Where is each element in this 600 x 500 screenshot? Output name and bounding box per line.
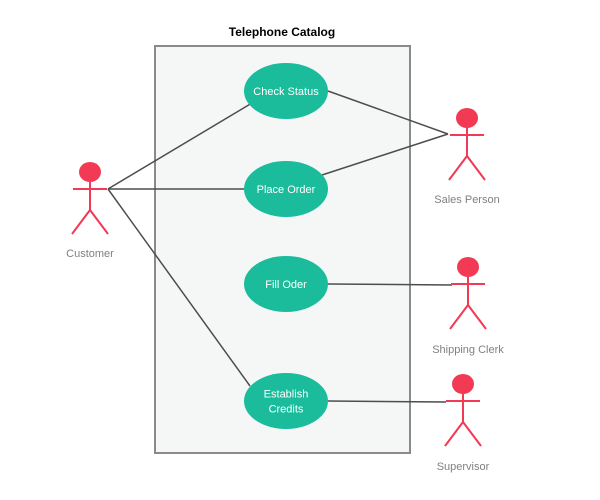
actor-right-leg	[466, 155, 486, 181]
association-customer-check-status[interactable]	[107, 102, 253, 190]
actor-right-leg	[462, 421, 482, 447]
use-case-check-status[interactable]: Check Status	[244, 63, 328, 119]
actor-customer[interactable]: Customer	[66, 162, 114, 260]
stick-figure-icon	[444, 374, 482, 447]
actor-left-leg	[448, 155, 468, 181]
actor-left-leg	[71, 209, 91, 235]
association-shipping-clerk-fill-order[interactable]	[327, 283, 453, 286]
associations	[107, 90, 453, 403]
actor-right-leg	[89, 209, 109, 235]
use-case-label: Fill Oder	[265, 279, 307, 291]
actor-label: Sales Person	[434, 194, 499, 206]
actor-label: Shipping Clerk	[432, 344, 504, 356]
association-supervisor-establish-credits[interactable]	[327, 400, 447, 403]
diagram-title: Telephone Catalog	[229, 25, 335, 39]
actor-sales-person[interactable]: Sales Person	[434, 108, 500, 206]
actor-head	[452, 374, 474, 394]
actor-left-leg	[444, 421, 464, 447]
actor-head	[457, 257, 479, 277]
actor-right-leg	[467, 304, 487, 330]
actor-label: Supervisor	[437, 461, 490, 473]
use-case-ellipse[interactable]	[244, 161, 328, 217]
stick-figure-icon	[71, 162, 109, 235]
use-case-label: Establish	[264, 389, 309, 401]
use-case-label: Place Order	[257, 184, 316, 196]
use-case-ellipse[interactable]	[244, 373, 328, 429]
use-case-ellipse[interactable]	[244, 256, 328, 312]
actor-head	[79, 162, 101, 182]
actor-head	[456, 108, 478, 128]
actor-shipping-clerk[interactable]: Shipping Clerk	[432, 257, 504, 356]
use-case-place-order[interactable]: Place Order	[244, 161, 328, 217]
use-case-label: Check Status	[253, 86, 319, 98]
association-customer-establish-credits[interactable]	[107, 188, 251, 387]
actor-supervisor[interactable]: Supervisor	[437, 374, 490, 473]
association-sales-person-place-order[interactable]	[321, 133, 449, 176]
use-case-ellipse[interactable]	[244, 63, 328, 119]
stick-figure-icon	[448, 108, 486, 181]
actor-left-leg	[449, 304, 469, 330]
association-sales-person-check-status[interactable]	[327, 90, 449, 135]
stick-figure-icon	[449, 257, 487, 330]
use-case-label: Credits	[269, 404, 304, 416]
use-case-fill-order[interactable]: Fill Oder	[244, 256, 328, 312]
actor-label: Customer	[66, 248, 114, 260]
